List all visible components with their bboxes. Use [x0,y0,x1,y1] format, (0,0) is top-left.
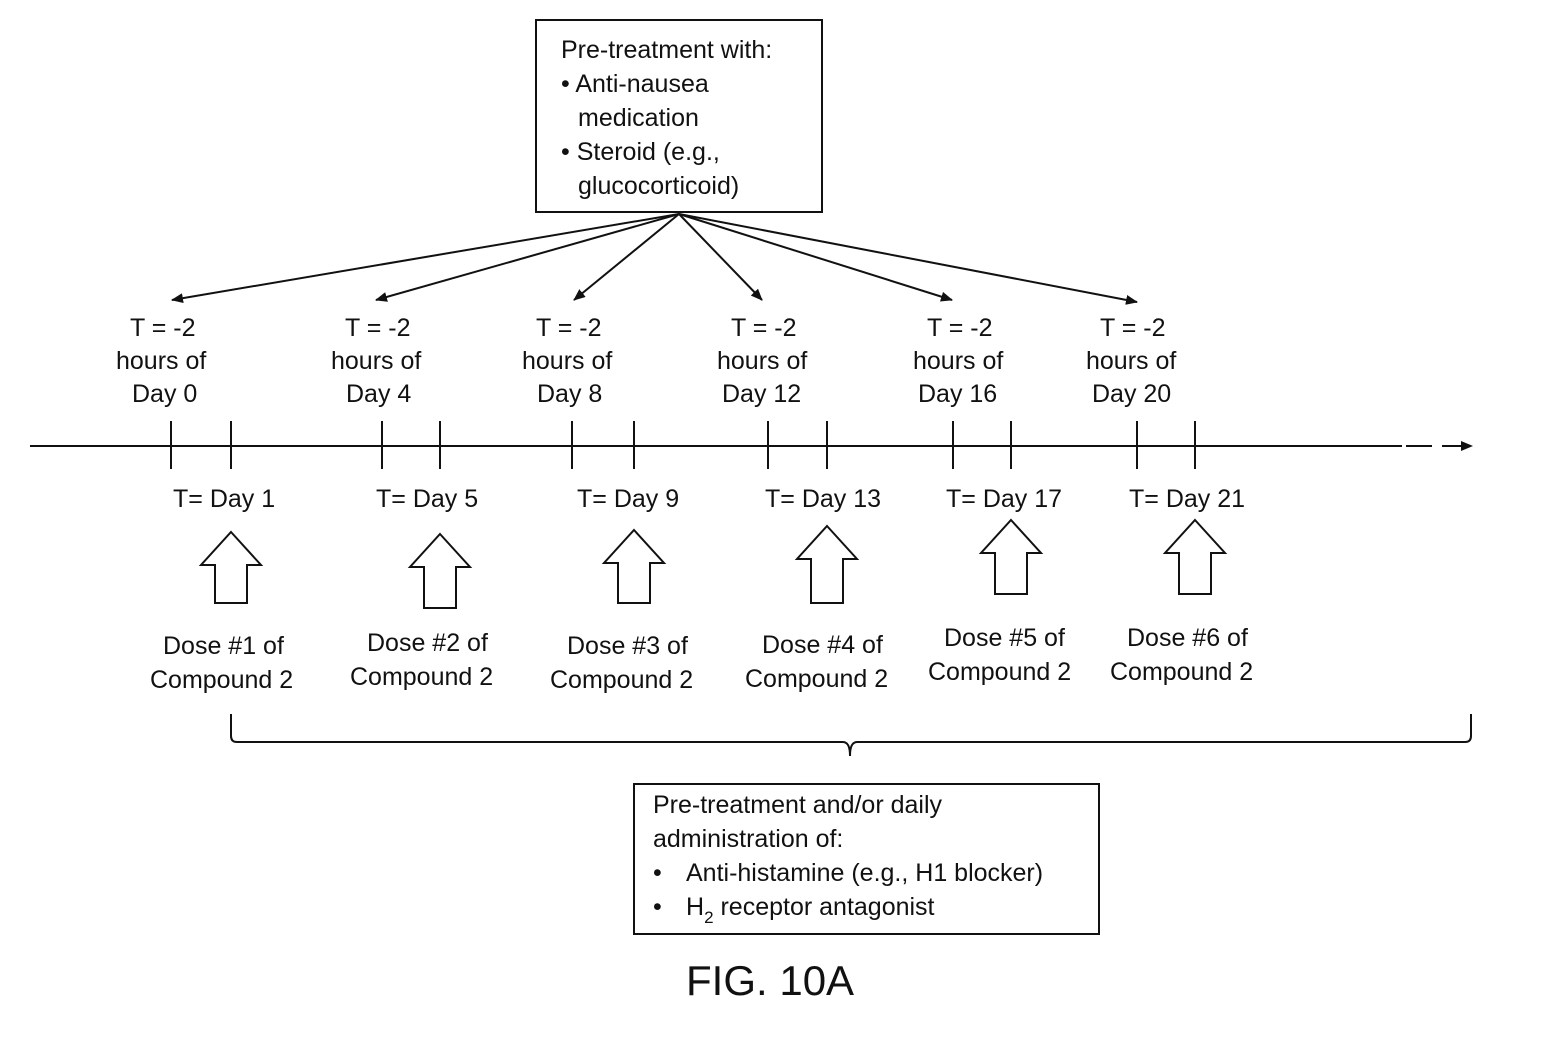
dose-label: Compound 2 [1110,656,1253,689]
pretreatment-item-line: medication [561,101,821,135]
pretreatment-time-label: T = -2 [130,312,196,345]
dose-label: Compound 2 [745,663,888,696]
dose-up-arrow-icon [410,534,470,608]
pretreatment-item-line: glucocorticoid) [561,169,821,203]
pretreatment-arrow [679,214,1137,302]
bullet-dot: • [653,856,686,890]
h2-item-text: receptor antagonist [714,893,935,921]
pretreatment-item-line: Steroid (e.g., [577,138,720,166]
pretreatment-arrow [172,214,679,300]
time-line: T = -2 [130,312,196,345]
dose-day-label: T= Day 13 [765,483,881,516]
daily-administration-heading: Pre-treatment and/or daily [653,788,1098,822]
dose-label: Dose #6 of [1127,622,1248,655]
dose-up-arrow-icon [1165,520,1225,594]
pretreatment-time-label: hours of [913,345,1003,378]
dose-day-label: T= Day 5 [376,483,478,516]
dose-day-label: T= Day 21 [1129,483,1245,516]
dose-label: Dose #3 of [567,630,688,663]
pretreatment-arrow [574,214,679,300]
pretreatment-time-label: T = -2 [927,312,993,345]
daily-administration-box: Pre-treatment and/or daily administratio… [633,783,1100,935]
pretreatment-heading: Pre-treatment with: [561,33,821,67]
pretreatment-time-label: hours of [522,345,612,378]
dose-day-label: T= Day 17 [946,483,1062,516]
dose-label: Dose #5 of [944,622,1065,655]
dose-day-label: T= Day 9 [577,483,679,516]
dose-label: Compound 2 [150,664,293,697]
pretreatment-time-label: T = -2 [536,312,602,345]
pretreatment-time-label: hours of [116,345,206,378]
pretreatment-time-label: Day 4 [346,378,411,411]
dose-label: Compound 2 [928,656,1071,689]
dose-label: Dose #4 of [762,629,883,662]
dose-day-label: T= Day 1 [173,483,275,516]
bullet-dot: • [653,890,686,924]
dose-up-arrow-icon [797,526,857,603]
dose-up-arrow-icon [604,530,664,603]
dose-up-arrow-icon [201,532,261,603]
antihistamine-item: Anti-histamine (e.g., H1 blocker) [686,859,1043,887]
pretreatment-time-label: hours of [717,345,807,378]
pretreatment-time-label: Day 16 [918,378,997,411]
daily-administration-heading: administration of: [653,822,1098,856]
bullet-dot: • [561,70,575,98]
pretreatment-arrows [172,214,1137,302]
pretreatment-time-label: Day 20 [1092,378,1171,411]
daily-administration-brace [231,714,1471,756]
dose-label: Dose #2 of [367,627,488,660]
pretreatment-time-label: Day 8 [537,378,602,411]
h2-item-subscript: 2 [704,908,713,927]
pretreatment-time-label: hours of [1086,345,1176,378]
h2-item-symbol: H [686,893,704,921]
pretreatment-time-label: Day 12 [722,378,801,411]
pretreatment-time-label: hours of [331,345,421,378]
figure-label: FIG. 10A [686,956,854,1006]
pretreatment-item-line: Anti-nausea [575,70,708,98]
pretreatment-time-label: Day 0 [132,378,197,411]
pretreatment-time-label: T = -2 [731,312,797,345]
dose-arrows [201,520,1225,608]
dose-label: Compound 2 [550,664,693,697]
pretreatment-time-label: T = -2 [345,312,411,345]
bullet-dot: • [561,138,577,166]
pretreatment-box: Pre-treatment with: • Anti-nausea medica… [535,19,823,213]
pretreatment-time-label: T = -2 [1100,312,1166,345]
dose-up-arrow-icon [981,520,1041,594]
dose-label: Dose #1 of [163,630,284,663]
dose-label: Compound 2 [350,661,493,694]
